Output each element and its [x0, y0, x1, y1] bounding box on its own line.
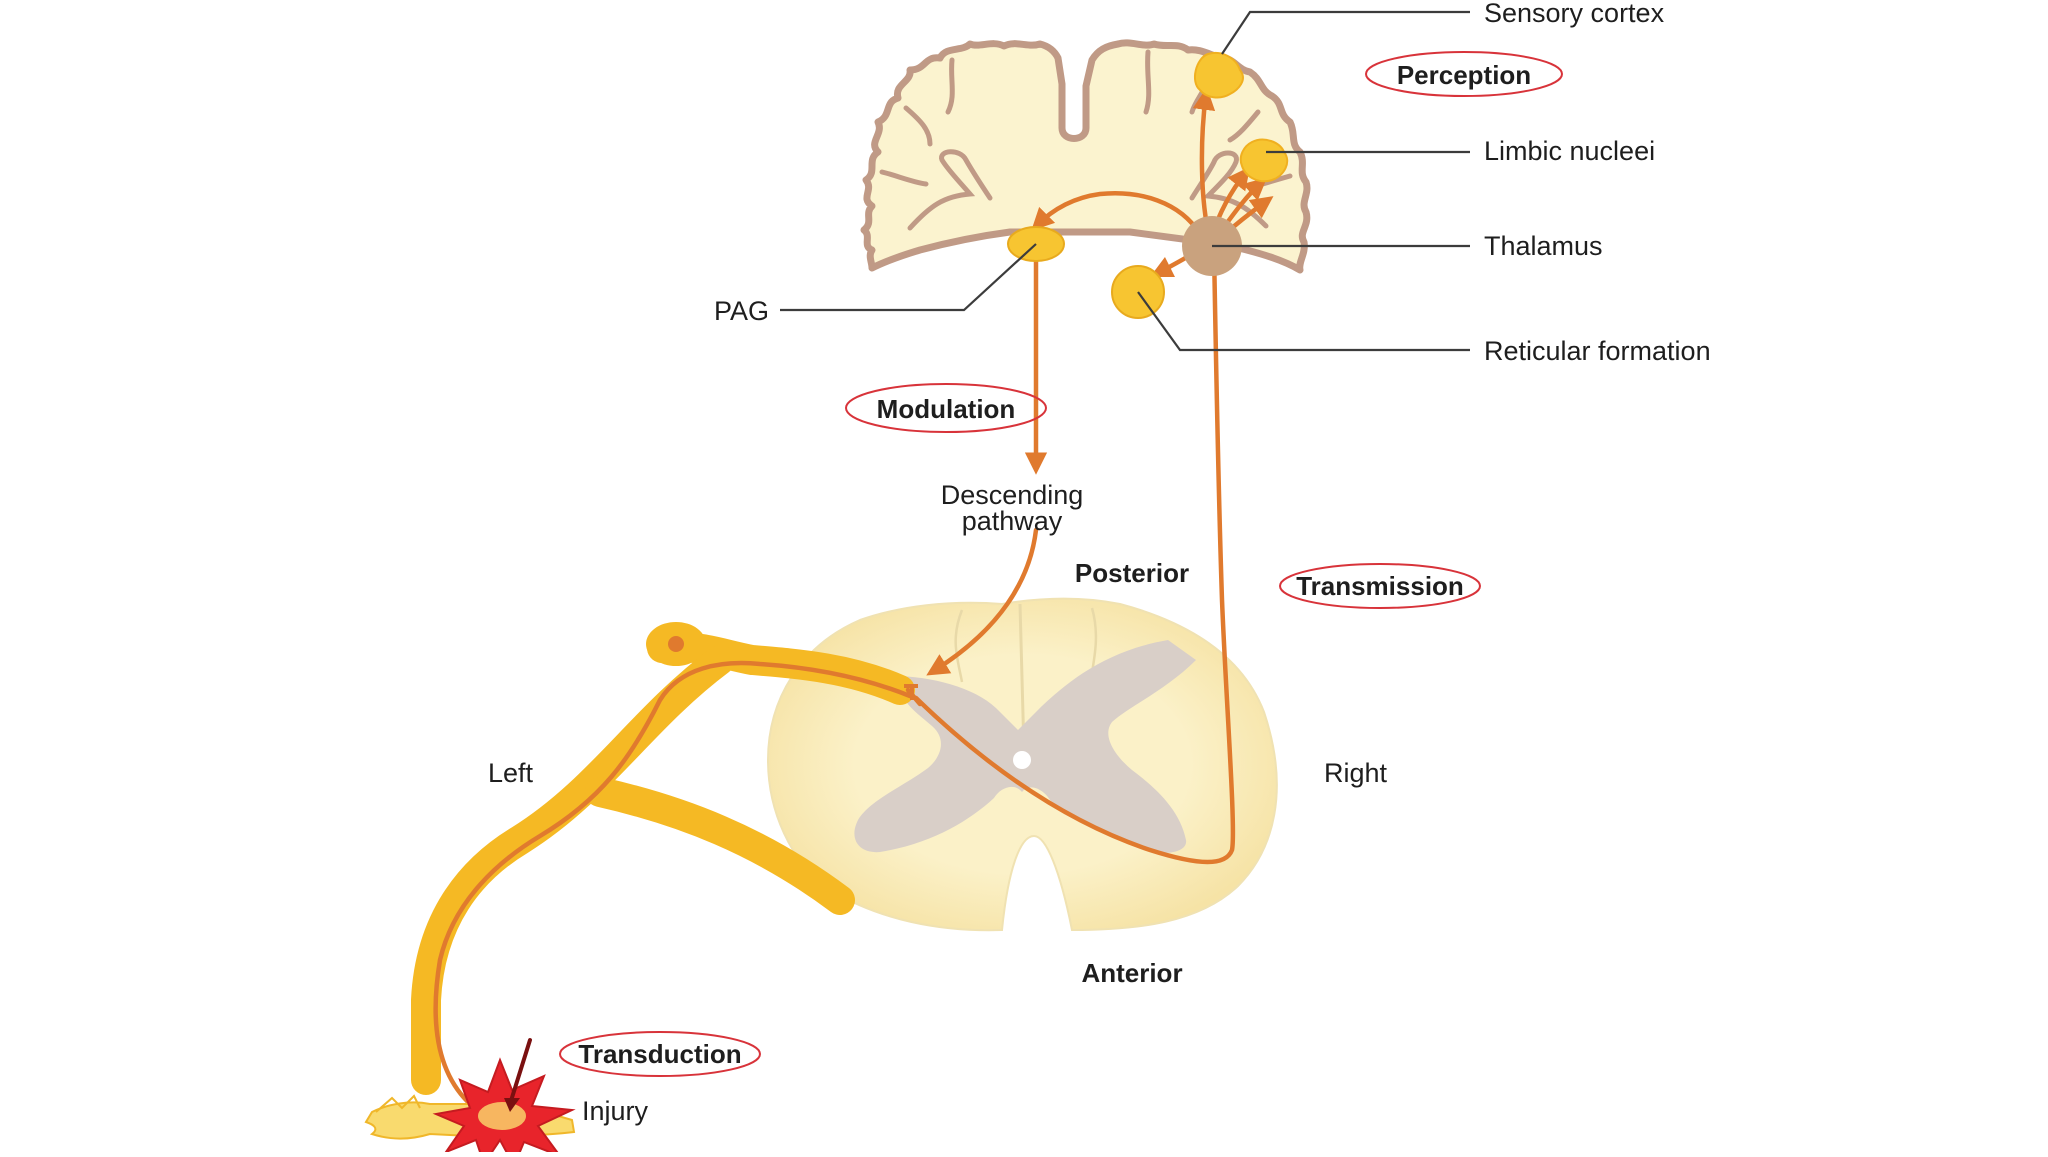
injury-site: [364, 1038, 576, 1157]
ascending-pathway: [913, 247, 1236, 865]
sensory-cortex-node: [1193, 52, 1244, 99]
label-injury: Injury: [582, 1096, 649, 1126]
label-thalamus: Thalamus: [1484, 231, 1603, 261]
central-canal: [1013, 751, 1031, 769]
label-descending-line2: pathway: [962, 506, 1063, 536]
gray-matter: [854, 640, 1196, 853]
label-reticular-formation: Reticular formation: [1484, 336, 1711, 366]
label-posterior: Posterior: [1075, 558, 1189, 588]
label-anterior: Anterior: [1081, 958, 1182, 988]
stage-perception: Perception: [1397, 60, 1531, 90]
label-sensory-cortex: Sensory cortex: [1484, 0, 1665, 28]
oval-perception: [1365, 51, 1563, 97]
spinal-cord-section: [766, 597, 1278, 932]
label-limbic-nuclei: Limbic nucleei: [1484, 136, 1655, 166]
stage-labels: Perception Modulation Transmission Trans…: [559, 51, 1563, 1077]
oval-transmission: [1279, 563, 1481, 609]
label-right: Right: [1324, 758, 1388, 788]
label-descending-line1: Descending: [941, 480, 1084, 510]
stage-modulation: Modulation: [877, 394, 1016, 424]
peripheral-nerve: [411, 622, 915, 1105]
label-pag: PAG: [714, 296, 769, 326]
limbic-nuclei-node: [1239, 138, 1289, 183]
leader-lines: [780, 10, 1470, 352]
structure-labels: Sensory cortex Limbic nucleei Thalamus R…: [488, 0, 1711, 1126]
oval-transduction: [559, 1031, 761, 1077]
oval-modulation: [845, 383, 1047, 433]
stage-transmission: Transmission: [1296, 571, 1464, 601]
stage-transduction: Transduction: [578, 1039, 741, 1069]
label-left: Left: [488, 758, 534, 788]
